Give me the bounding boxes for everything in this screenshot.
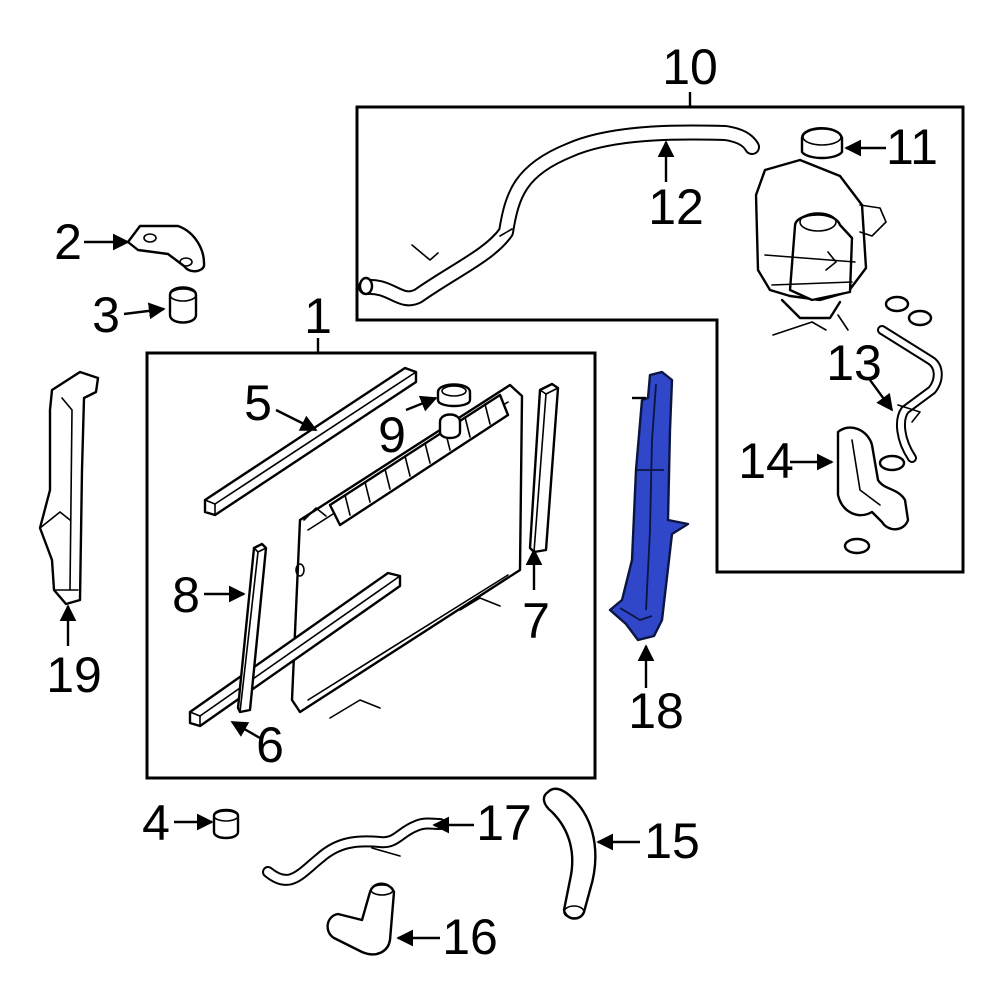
side-seal-left: [236, 542, 268, 714]
callout-10: 10: [662, 39, 718, 95]
radiator-cap: [436, 383, 472, 408]
callout-4: 4: [142, 795, 170, 851]
radiator: [290, 383, 524, 719]
group-box-radiator: [145, 351, 597, 780]
callout-12: 12: [648, 179, 704, 235]
callout-1: 1: [304, 288, 332, 344]
left-air-guide: [38, 370, 100, 606]
callout-18: 18: [628, 683, 684, 739]
callout-3: 3: [92, 287, 120, 343]
callout-13: 13: [826, 335, 882, 391]
coolant-reservoir: [754, 158, 887, 336]
overflow-hose: [358, 124, 760, 307]
callout-17: 17: [476, 795, 532, 851]
callout-7: 7: [522, 593, 550, 649]
callout-labels: 1 2 3 4 5 6 7 8 9 10 11 12 13 14 15 16 1…: [46, 39, 938, 965]
callout-6: 6: [256, 717, 284, 773]
callout-14: 14: [738, 433, 794, 489]
callout-5: 5: [244, 375, 272, 431]
callout-8: 8: [172, 567, 200, 623]
lower-hose: [542, 787, 597, 920]
callout-15: 15: [644, 813, 700, 869]
grommet-lower: [212, 808, 240, 840]
reservoir-outlet-hose: [836, 426, 910, 555]
seal-strip-upper: [203, 366, 418, 517]
bracket: [126, 224, 206, 273]
right-air-guide-highlighted: [608, 370, 690, 642]
callout-11: 11: [886, 119, 938, 175]
callout-16: 16: [442, 909, 498, 965]
leader-arrows: [59, 139, 893, 947]
reservoir-hose: [877, 295, 943, 463]
callout-9: 9: [378, 407, 406, 463]
bypass-pipe: [262, 817, 446, 886]
upper-hose: [326, 882, 396, 956]
group-box-reservoir: [355, 105, 965, 574]
grommet-upper: [168, 286, 198, 324]
side-seal-right: [528, 382, 560, 554]
callout-2: 2: [54, 214, 82, 270]
reservoir-cap: [800, 127, 844, 160]
callout-19: 19: [46, 647, 102, 703]
